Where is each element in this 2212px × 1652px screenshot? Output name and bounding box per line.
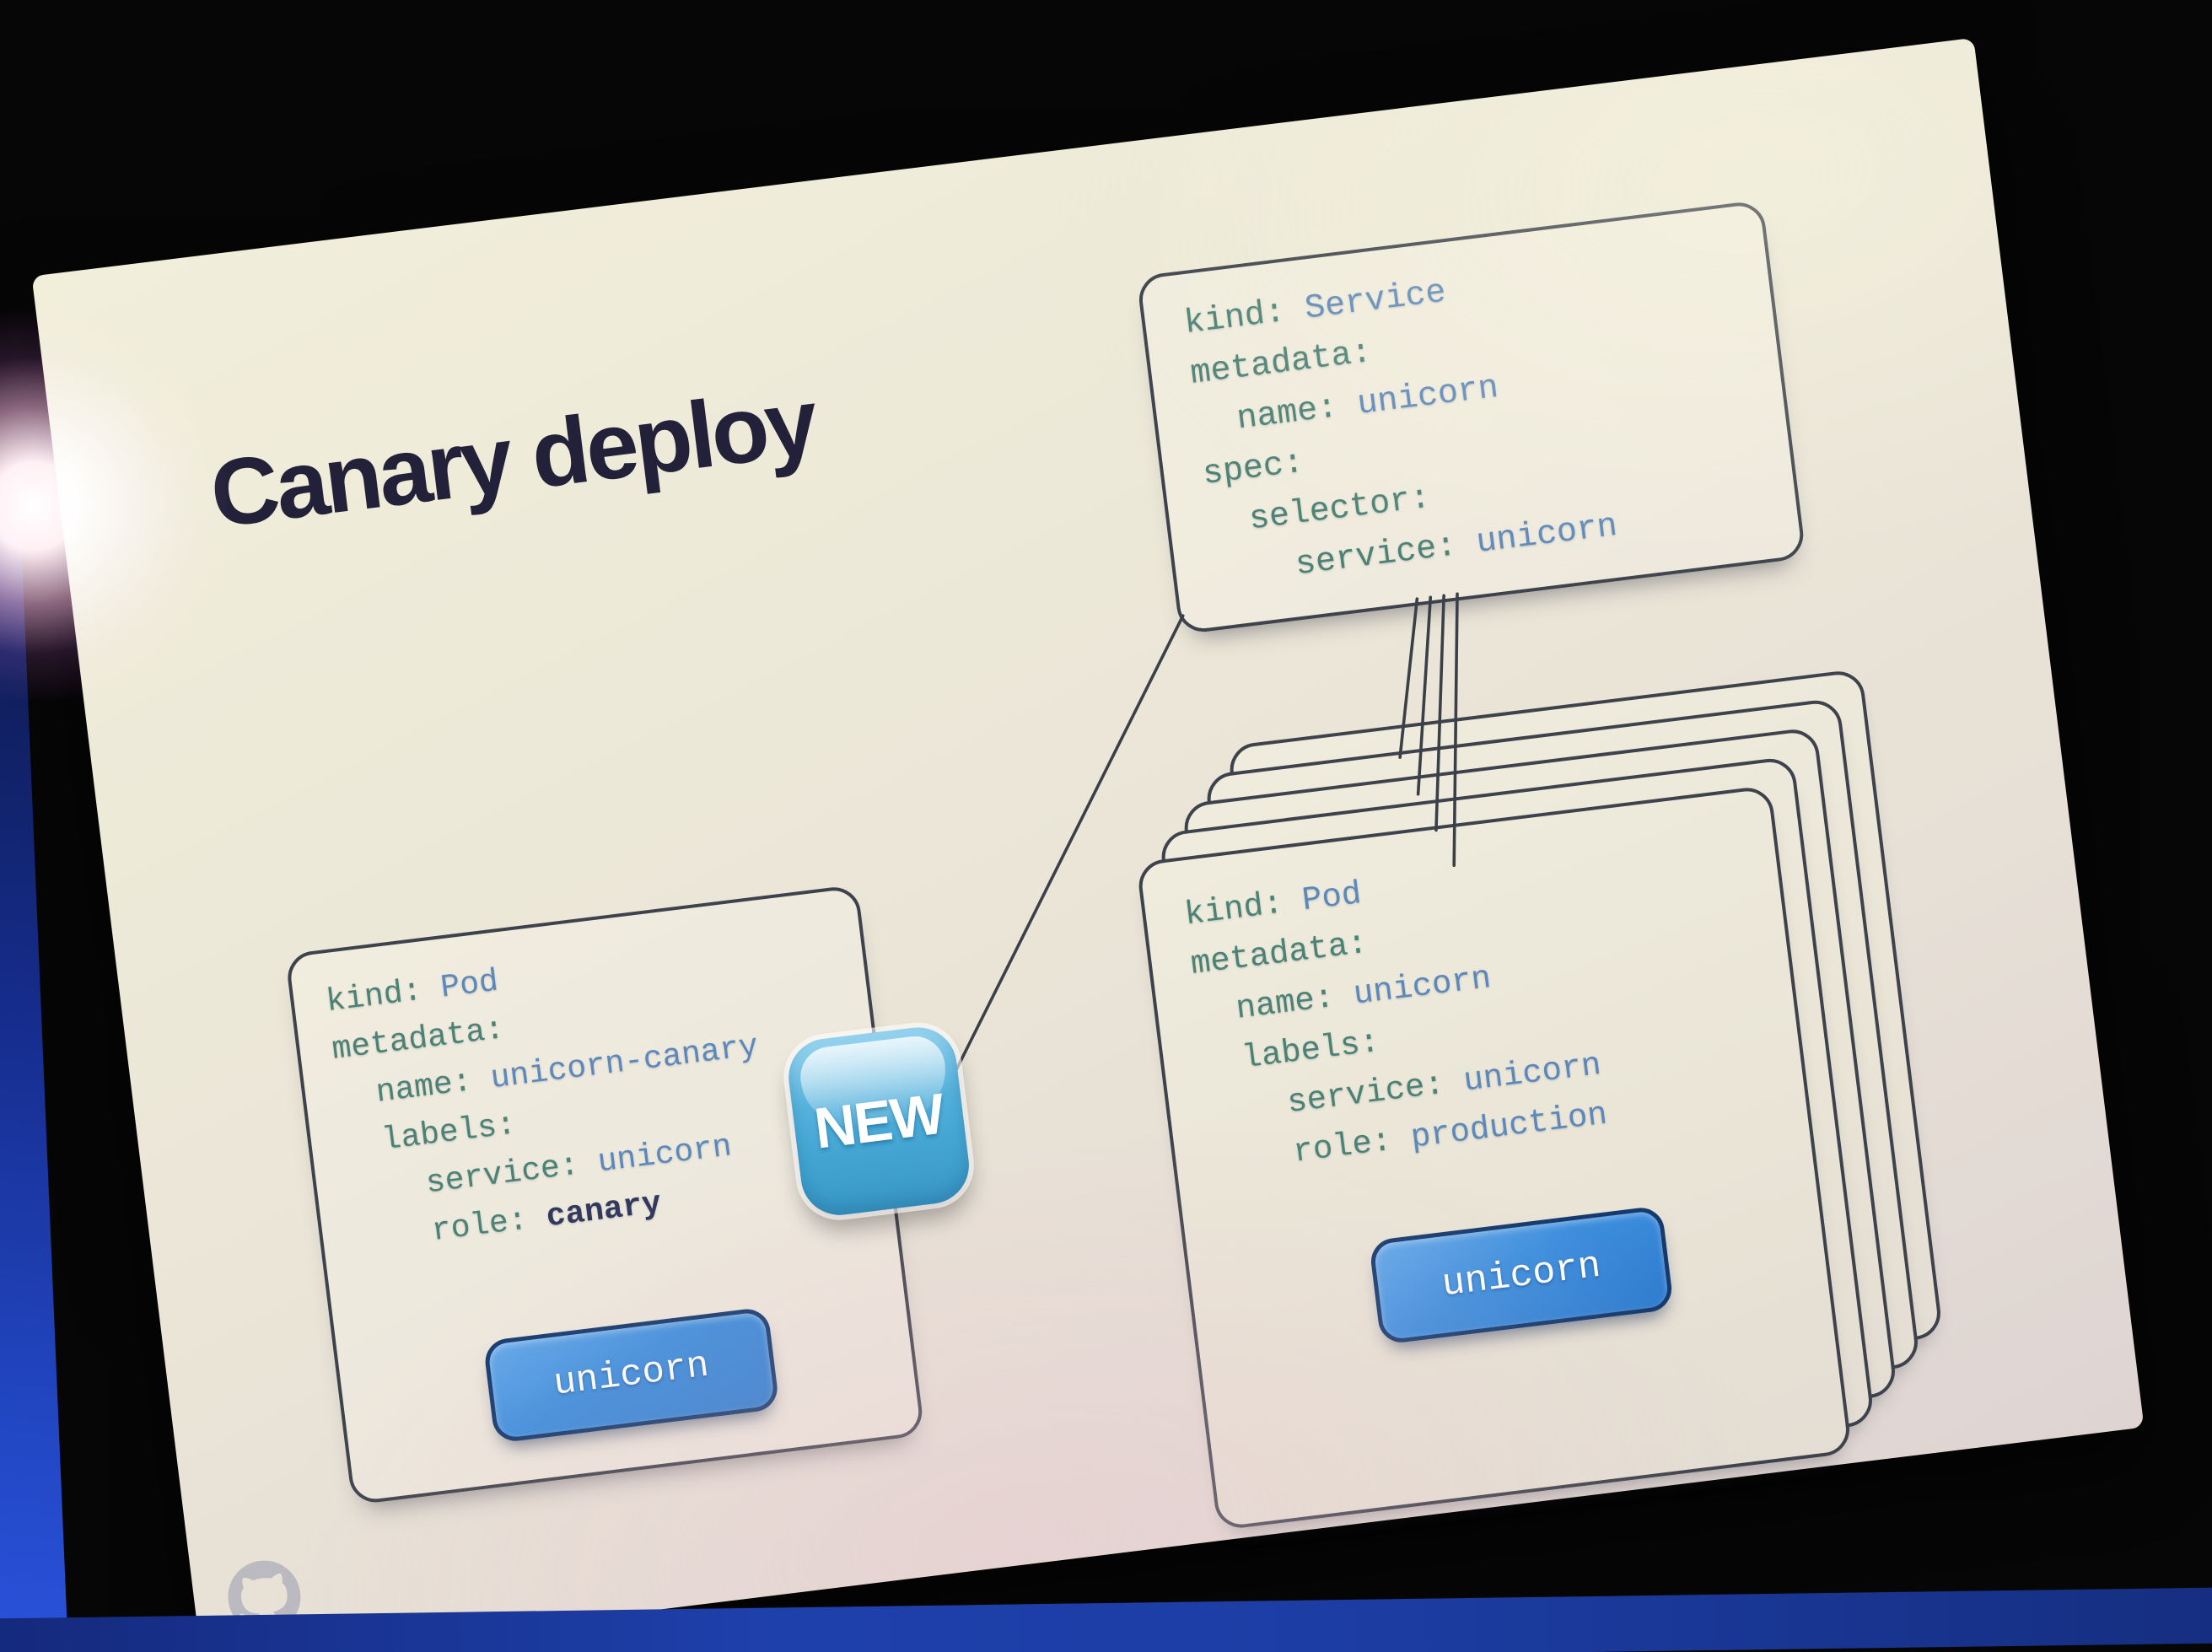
unicorn-container-pill-canary: unicorn [482,1306,780,1444]
production-container-label: unicorn [1440,1244,1603,1306]
canary-container-label: unicorn [551,1344,712,1406]
stage-curtain [0,514,68,1652]
new-badge: NEW [784,1023,974,1219]
unicorn-container-pill-production: unicorn [1368,1205,1675,1345]
new-badge-label: NEW [810,1081,947,1161]
slide-title: Canary deploy [205,369,821,548]
